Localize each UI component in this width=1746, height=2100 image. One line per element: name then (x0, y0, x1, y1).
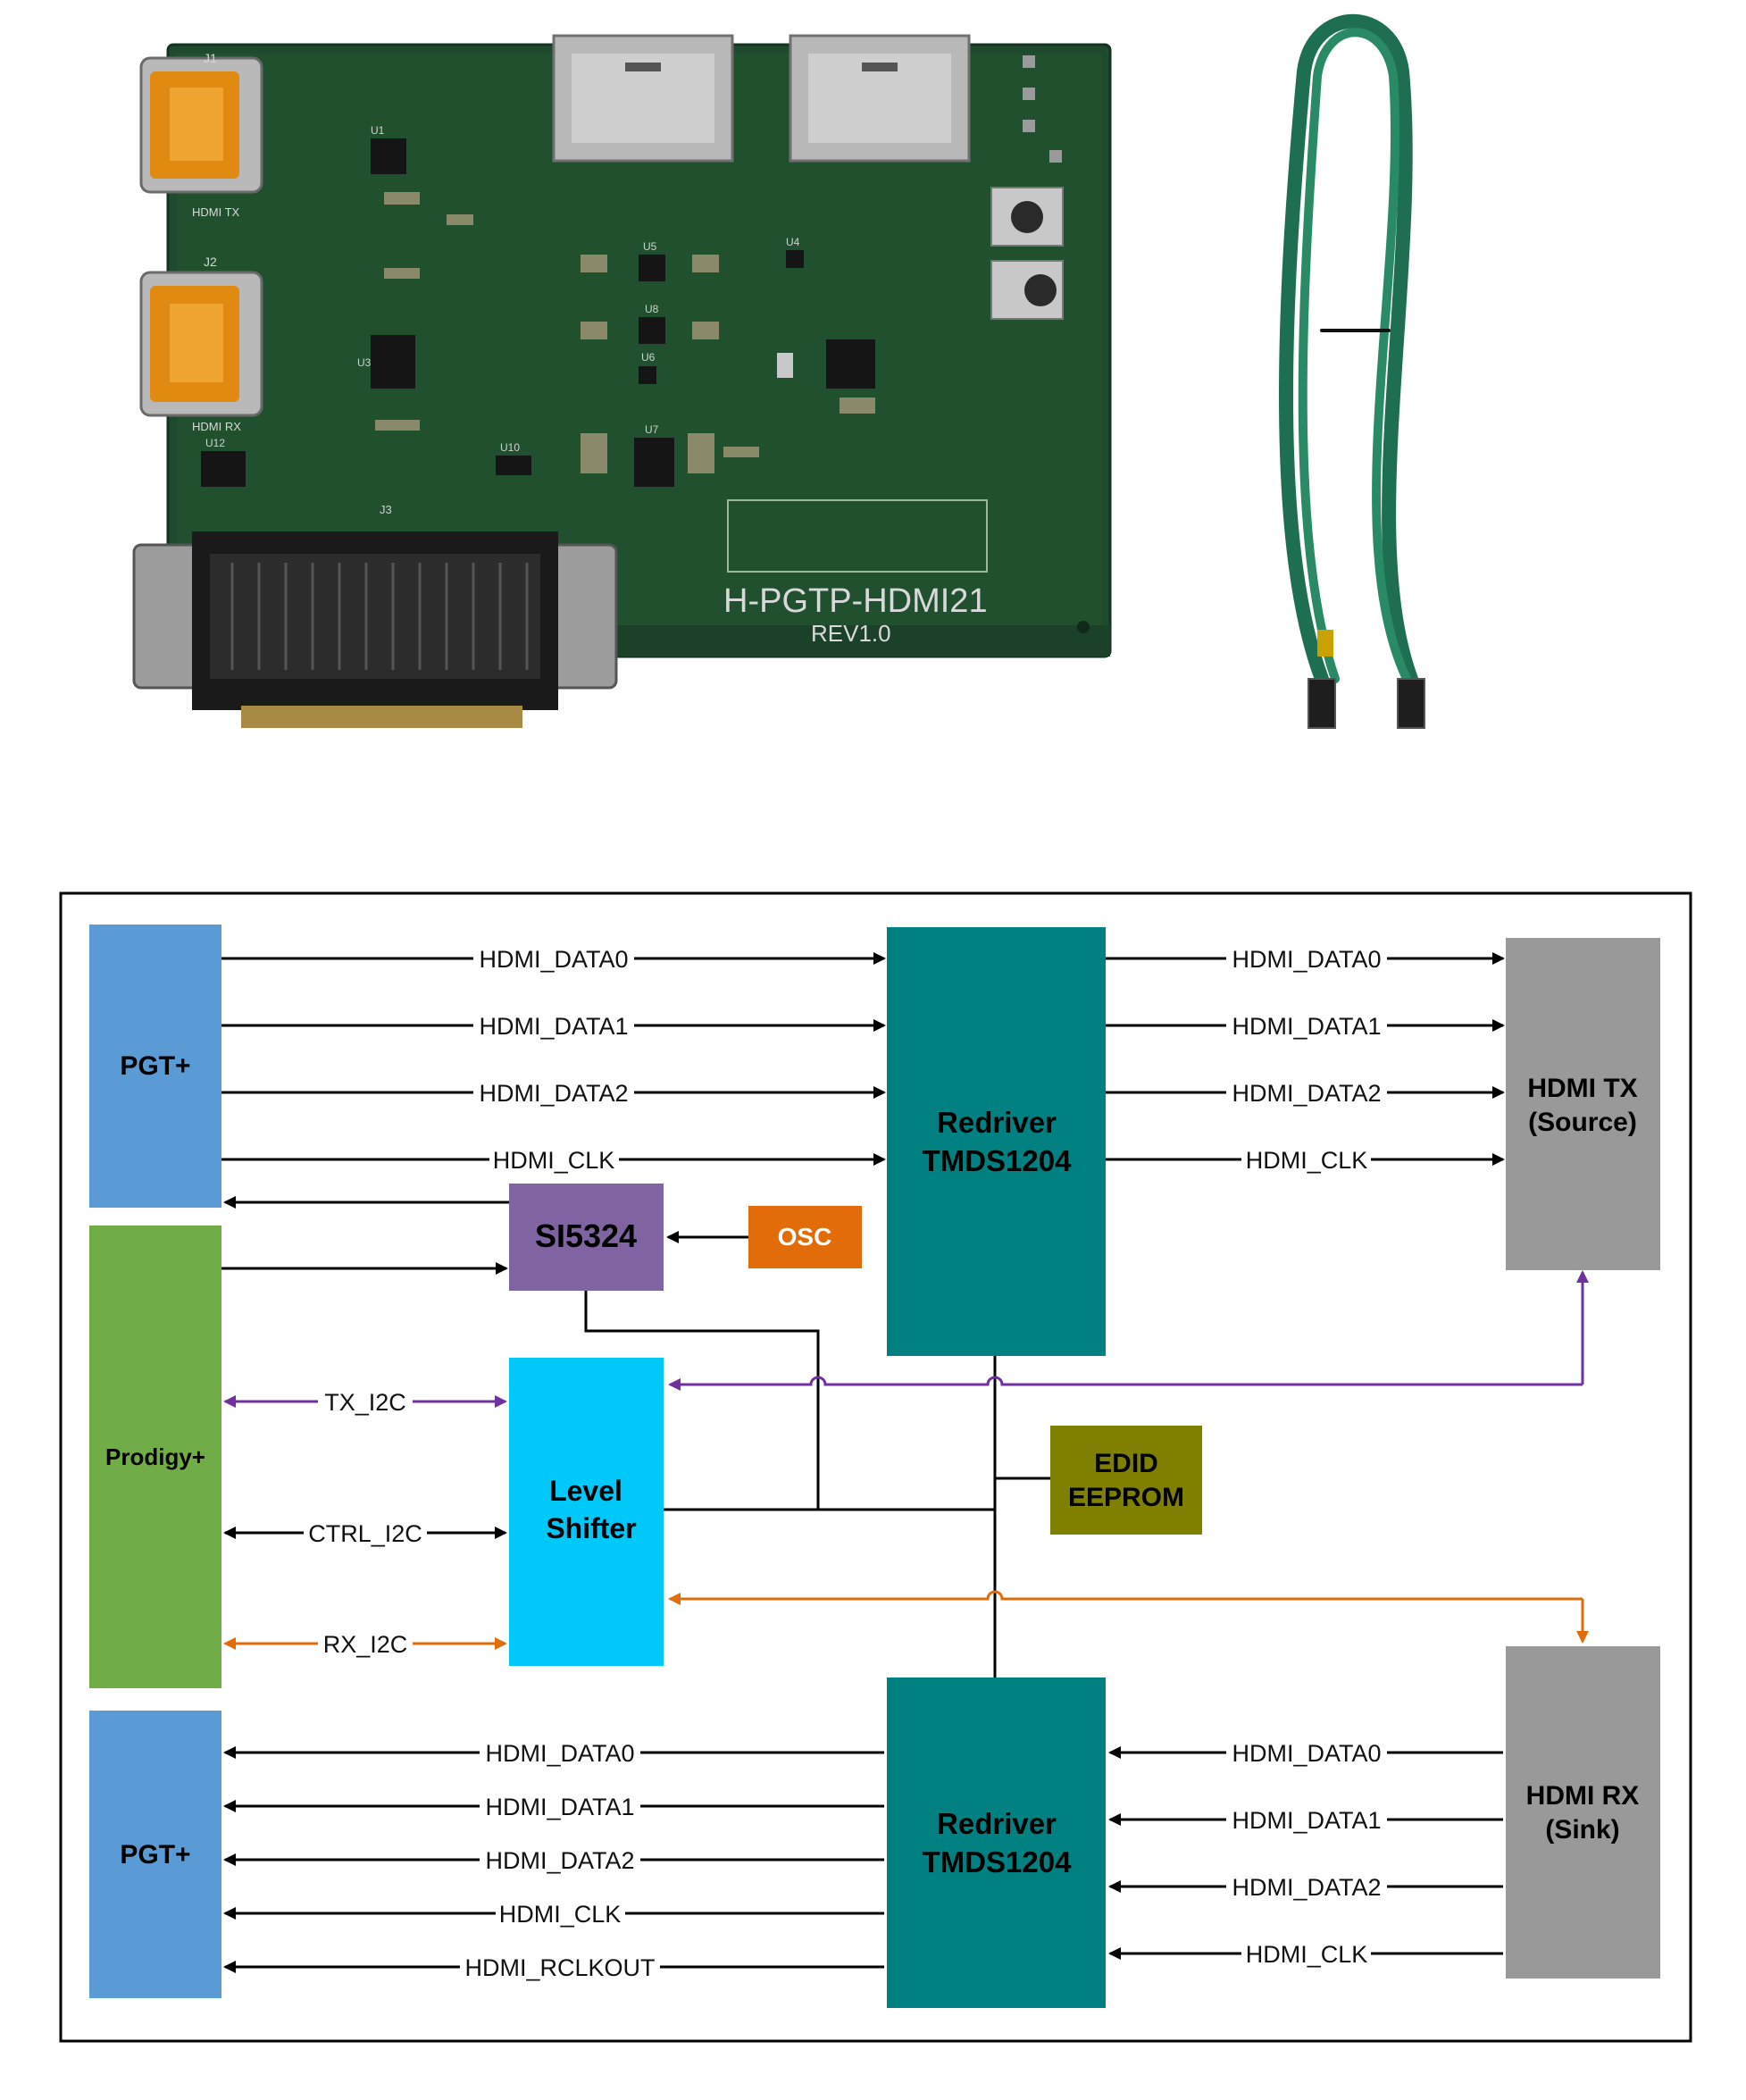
line-rx-i2c-ddc (668, 1590, 1583, 1605)
hdmi-connector-j1: J1 HDMI TX (139, 51, 263, 219)
card-slot-1 (552, 34, 734, 163)
label-top-right-data0: HDMI_DATA0 (1232, 946, 1381, 973)
block-pgt-bottom-label: PGT+ (120, 1840, 190, 1870)
block-si5324-box (509, 1184, 664, 1291)
block-hdmi-rx-label-1: HDMI RX (1526, 1781, 1640, 1811)
block-osc: OSC (748, 1206, 862, 1268)
label-bottom-right-clk: HDMI_CLK (1246, 1941, 1368, 1968)
ic-components: U1 U3 U4 U5 U6 U7 U8 U10 U12 (201, 124, 875, 487)
card-slot-2 (789, 34, 971, 163)
label-rx-i2c: RX_I2C (323, 1631, 408, 1658)
block-osc-label: OSC (778, 1223, 832, 1251)
line-si5324-to-bus (584, 1291, 820, 1510)
label-j1: J1 (204, 51, 217, 65)
block-si5324-label: SI5324 (535, 1217, 637, 1254)
board-name: H-PGTP-HDMI21 (723, 582, 988, 620)
board-revision: REV1.0 (811, 620, 891, 647)
block-redriver-bottom: Redriver TMDS1204 (887, 1677, 1106, 2008)
diagram-frame (59, 891, 1692, 2043)
label-u7: U7 (645, 423, 659, 436)
label-top-right-data2: HDMI_DATA2 (1232, 1080, 1381, 1107)
push-button-2 (990, 260, 1064, 320)
block-hdmi-tx-box (1506, 938, 1660, 1270)
label-u8: U8 (645, 303, 659, 315)
fmc-connector (132, 531, 618, 728)
label-bottom-left-data1: HDMI_DATA1 (485, 1794, 634, 1820)
mounting-hole (1077, 621, 1090, 633)
block-edid-box (1050, 1426, 1202, 1535)
block-level-shifter: Level Shifter (509, 1358, 664, 1666)
block-level-shifter-label-1: Level (549, 1475, 622, 1507)
hdmi-connector-j2: J2 HDMI RX (139, 255, 263, 433)
block-edid-label-1: EDID (1094, 1449, 1158, 1478)
label-hdmi-rx-silk: HDMI RX (192, 420, 241, 433)
block-redriver-bottom-label-1: Redriver (937, 1807, 1057, 1840)
label-top-right-clk: HDMI_CLK (1246, 1147, 1368, 1174)
label-hdmi-tx-silk: HDMI TX (192, 205, 240, 219)
label-j2: J2 (204, 255, 217, 269)
label-u4: U4 (786, 236, 800, 248)
block-hdmi-tx-label-1: HDMI TX (1527, 1074, 1637, 1103)
label-bottom-left-rclkout: HDMI_RCLKOUT (464, 1954, 655, 1981)
product-photo: J1 HDMI TX J2 HDMI RX U1 U3 (0, 0, 1746, 777)
block-edid-eeprom: EDID EEPROM (1050, 1426, 1202, 1535)
label-tx-i2c: TX_I2C (324, 1389, 406, 1416)
label-u1: U1 (371, 124, 385, 137)
block-redriver-top-box (887, 927, 1106, 1356)
cable (1279, 13, 1425, 729)
block-prodigy-box (89, 1226, 221, 1688)
block-pgt-top: PGT+ (89, 925, 221, 1208)
label-top-right-data1: HDMI_DATA1 (1232, 1013, 1381, 1040)
product-photo-svg: J1 HDMI TX J2 HDMI RX U1 U3 (132, 13, 1425, 729)
block-osc-box (748, 1206, 862, 1268)
line-tx-i2c-ddc (668, 1376, 1583, 1391)
label-top-left-data1: HDMI_DATA1 (479, 1013, 628, 1040)
block-pgt-bottom: PGT+ (89, 1711, 221, 1998)
block-hdmi-tx-label-2: (Source) (1528, 1108, 1637, 1137)
label-area (727, 499, 988, 573)
label-u5: U5 (643, 240, 657, 253)
signal-labels: HDMI_DATA0 HDMI_DATA1 HDMI_DATA2 HDMI_CL… (304, 945, 1387, 1981)
block-level-shifter-box (509, 1358, 664, 1666)
label-u10: U10 (500, 441, 520, 454)
passive-components (375, 192, 875, 473)
push-button-1 (990, 187, 1064, 247)
label-bottom-right-data1: HDMI_DATA1 (1232, 1807, 1381, 1834)
label-u12: U12 (205, 437, 225, 449)
block-redriver-bottom-box (887, 1677, 1106, 2008)
label-top-left-data0: HDMI_DATA0 (479, 946, 628, 973)
label-bottom-left-data2: HDMI_DATA2 (485, 1847, 634, 1874)
block-redriver-bottom-label-2: TMDS1204 (923, 1845, 1073, 1878)
block-pgt-top-box (89, 925, 221, 1208)
block-level-shifter-label-2: Shifter (546, 1512, 636, 1544)
block-redriver-top-label-1: Redriver (937, 1106, 1057, 1139)
block-si5324: SI5324 (509, 1184, 664, 1291)
block-pgt-bottom-box (89, 1711, 221, 1998)
label-top-left-clk: HDMI_CLK (493, 1147, 615, 1174)
block-prodigy-label: Prodigy+ (105, 1443, 205, 1470)
block-prodigy: Prodigy+ (89, 1226, 221, 1688)
label-u6: U6 (641, 351, 656, 364)
block-edid-label-2: EEPROM (1068, 1483, 1184, 1512)
block-redriver-top-label-2: TMDS1204 (923, 1144, 1073, 1177)
block-pgt-top-label: PGT+ (120, 1051, 190, 1081)
label-ctrl-i2c: CTRL_I2C (308, 1520, 422, 1547)
label-bottom-right-data2: HDMI_DATA2 (1232, 1874, 1381, 1901)
label-bottom-right-data0: HDMI_DATA0 (1232, 1740, 1381, 1767)
block-hdmi-rx: HDMI RX (Sink) (1506, 1646, 1660, 1979)
led-column (1023, 55, 1062, 163)
label-u3: U3 (357, 356, 372, 369)
label-bottom-left-clk: HDMI_CLK (499, 1901, 622, 1928)
block-hdmi-rx-box (1506, 1646, 1660, 1979)
label-bottom-left-data0: HDMI_DATA0 (485, 1740, 634, 1767)
label-j3: J3 (380, 503, 392, 516)
block-hdmi-rx-label-2: (Sink) (1545, 1815, 1619, 1845)
block-redriver-top: Redriver TMDS1204 (887, 927, 1106, 1356)
block-hdmi-tx: HDMI TX (Source) (1506, 938, 1660, 1270)
label-top-left-data2: HDMI_DATA2 (479, 1080, 628, 1107)
